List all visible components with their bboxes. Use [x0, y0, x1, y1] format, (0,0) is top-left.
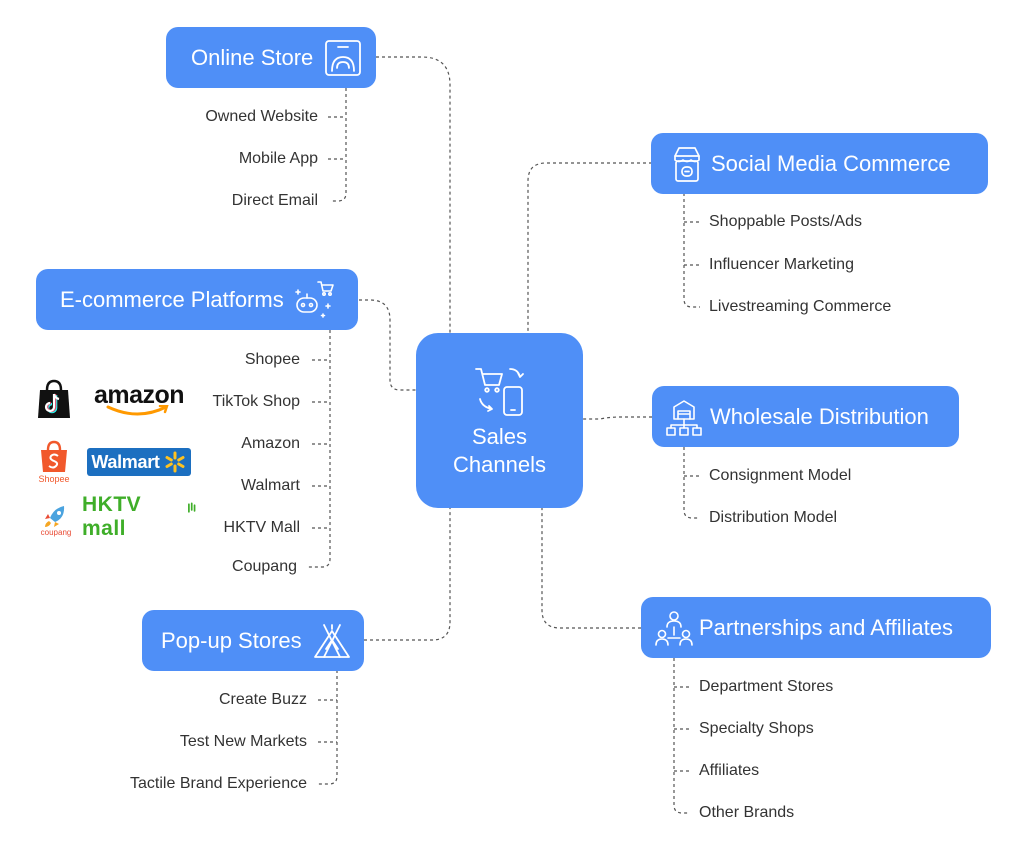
ecommerce-item: HKTV Mall: [223, 519, 300, 536]
coupang-wordmark: coupang: [40, 527, 72, 537]
online-store-item: Direct Email: [231, 192, 318, 209]
online-store-node: Online Store: [166, 27, 376, 88]
wholesale-title: Wholesale Distribution: [710, 403, 929, 429]
ecommerce-item: Walmart: [241, 477, 300, 494]
hktv-wordmark: HKTV mall: [82, 493, 142, 540]
people-network-icon: [655, 610, 693, 646]
social-title: Social Media Commerce: [711, 150, 951, 176]
partners-item: Other Brands: [699, 804, 795, 821]
ecommerce-item: Coupang: [232, 558, 297, 575]
tiktok-logo: [36, 378, 72, 420]
connector-partners: [541, 508, 641, 629]
tent-icon: [313, 623, 350, 658]
ecommerce-node: E-commerce Platforms: [36, 269, 358, 330]
social-item: Livestreaming Commerce: [709, 298, 892, 315]
social-node: Social Media Commerce: [651, 133, 988, 194]
connector-ecommerce: [359, 299, 416, 391]
storefront-icon: [325, 39, 362, 76]
shopee-logo: Shopee: [34, 438, 74, 486]
amazon-logo: amazon: [92, 380, 186, 420]
connector-social: [527, 162, 652, 333]
warehouse-network-icon: [666, 399, 702, 436]
popup-node: Pop-up Stores: [142, 610, 364, 671]
ecommerce-item: Amazon: [241, 435, 300, 452]
ecommerce-item: TikTok Shop: [212, 393, 300, 410]
ecommerce-item: Shopee: [244, 351, 300, 368]
amazon-wordmark: amazon: [93, 381, 185, 409]
popup-item: Create Buzz: [218, 691, 307, 708]
ecommerce-title: E-commerce Platforms: [60, 286, 284, 312]
walmart-wordmark: Walmart: [91, 451, 160, 472]
popup-item: Tactile Brand Experience: [130, 775, 307, 792]
center-label-line1: Sales: [471, 423, 528, 449]
online-store-title: Online Store: [191, 44, 314, 70]
wholesale-item: Consignment Model: [709, 467, 852, 484]
center-node: Sales Channels: [416, 333, 583, 508]
walmart-logo: Walmart: [87, 448, 191, 476]
hktv-mall-logo: HKTV mall: [82, 493, 196, 540]
popup-item: Test New Markets: [179, 733, 307, 750]
cart-phone-icon: [474, 367, 524, 416]
shopping-robot-icon: [294, 280, 334, 318]
social-shop-icon: [674, 146, 700, 182]
wholesale-node: Wholesale Distribution: [652, 386, 959, 447]
shopee-wordmark: Shopee: [38, 474, 70, 484]
social-item: Shoppable Posts/Ads: [709, 213, 862, 230]
online-store-item: Owned Website: [205, 108, 318, 125]
center-label-line2: Channels: [453, 451, 546, 477]
coupang-logo: coupang: [36, 502, 76, 538]
popup-title: Pop-up Stores: [161, 627, 302, 653]
connector-wholesale: [583, 416, 652, 420]
wholesale-item: Distribution Model: [709, 509, 838, 526]
partners-item: Department Stores: [699, 678, 834, 695]
connector-online-store: [376, 56, 451, 333]
online-store-item: Mobile App: [238, 150, 318, 167]
partners-node: Partnerships and Affiliates: [641, 597, 991, 658]
partners-title: Partnerships and Affiliates: [699, 614, 953, 640]
partners-item: Affiliates: [699, 762, 760, 779]
connector-popup: [364, 508, 451, 641]
partners-item: Specialty Shops: [699, 720, 814, 737]
social-item: Influencer Marketing: [709, 256, 854, 273]
